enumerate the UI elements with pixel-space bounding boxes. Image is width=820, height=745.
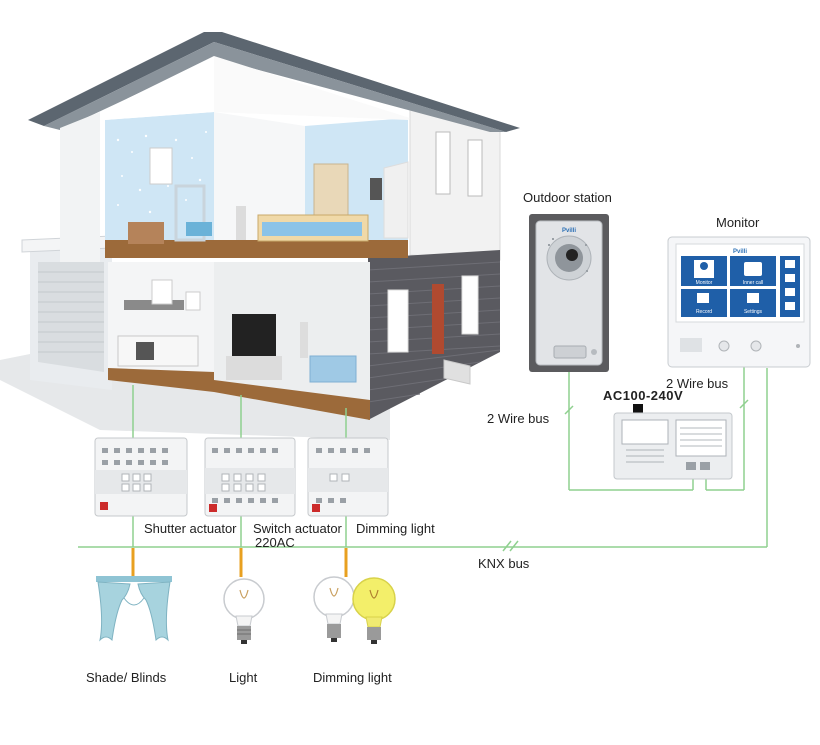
monitor-label: Monitor	[716, 215, 760, 230]
svg-text:Record: Record	[696, 309, 712, 315]
outdoor-station-device: Pvilli	[529, 214, 609, 372]
shutter-actuator-device	[94, 437, 188, 517]
curtain-icon	[96, 576, 172, 642]
dimming-actuator-device	[307, 437, 389, 517]
svg-text:Settings: Settings	[744, 309, 763, 315]
outdoor-station-label: Outdoor station	[523, 190, 612, 205]
switch-actuator-device	[204, 437, 296, 517]
power-supply-device	[613, 404, 733, 480]
dimming-light-actuator-label: Dimming light	[356, 521, 435, 536]
shutter-actuator-label: Shutter actuator	[144, 521, 237, 536]
load-wiring	[131, 548, 348, 577]
monitor-device: Pvilli Monitor Inner call Record Setting…	[667, 236, 811, 368]
switch-actuator-voltage-label: 220AC	[255, 535, 295, 550]
knx-bus-label: KNX bus	[478, 556, 530, 571]
svg-text:Inner call: Inner call	[743, 280, 763, 286]
switch-actuator-label: Switch actuator	[253, 521, 342, 536]
house-illustration	[0, 32, 520, 440]
svg-text:Pvilli: Pvilli	[562, 228, 576, 234]
light-bulb-icon	[223, 578, 265, 644]
light-label: Light	[229, 670, 258, 685]
svg-text:Pvilli: Pvilli	[733, 249, 747, 255]
two-wire-bus-right-label: 2 Wire bus	[666, 376, 729, 391]
shade-blinds-label: Shade/ Blinds	[86, 670, 167, 685]
bus-wiring	[78, 367, 768, 552]
svg-text:Monitor: Monitor	[696, 280, 713, 286]
dimming-light-bulb-label: Dimming light	[313, 670, 392, 685]
power-supply-label: AC100-240V	[603, 388, 684, 403]
dimming-bulbs-icon	[313, 576, 396, 644]
two-wire-bus-left-label: 2 Wire bus	[487, 411, 550, 426]
